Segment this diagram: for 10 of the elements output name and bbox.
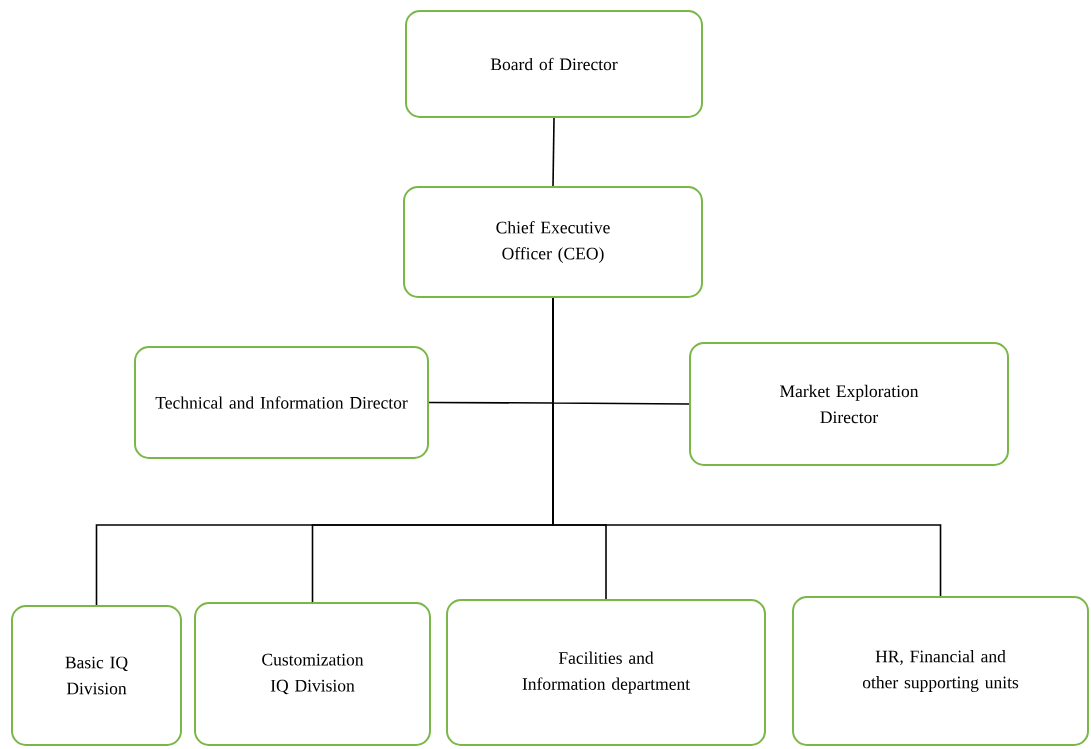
org-box: Market Exploration Director bbox=[689, 342, 1009, 466]
connector-line bbox=[552, 117, 555, 187]
org-box: HR, Financial and other supporting units bbox=[792, 596, 1089, 746]
org-box: Facilities and Information department bbox=[446, 599, 766, 746]
org-box: Basic IQ Division bbox=[11, 605, 182, 746]
org-box: Board of Director bbox=[405, 10, 703, 118]
org-box: Technical and Information Director bbox=[134, 346, 429, 459]
org-box: Chief Executive Officer (CEO) bbox=[403, 186, 703, 298]
org-box: Customization IQ Division bbox=[194, 602, 431, 746]
connector-line bbox=[552, 297, 942, 597]
